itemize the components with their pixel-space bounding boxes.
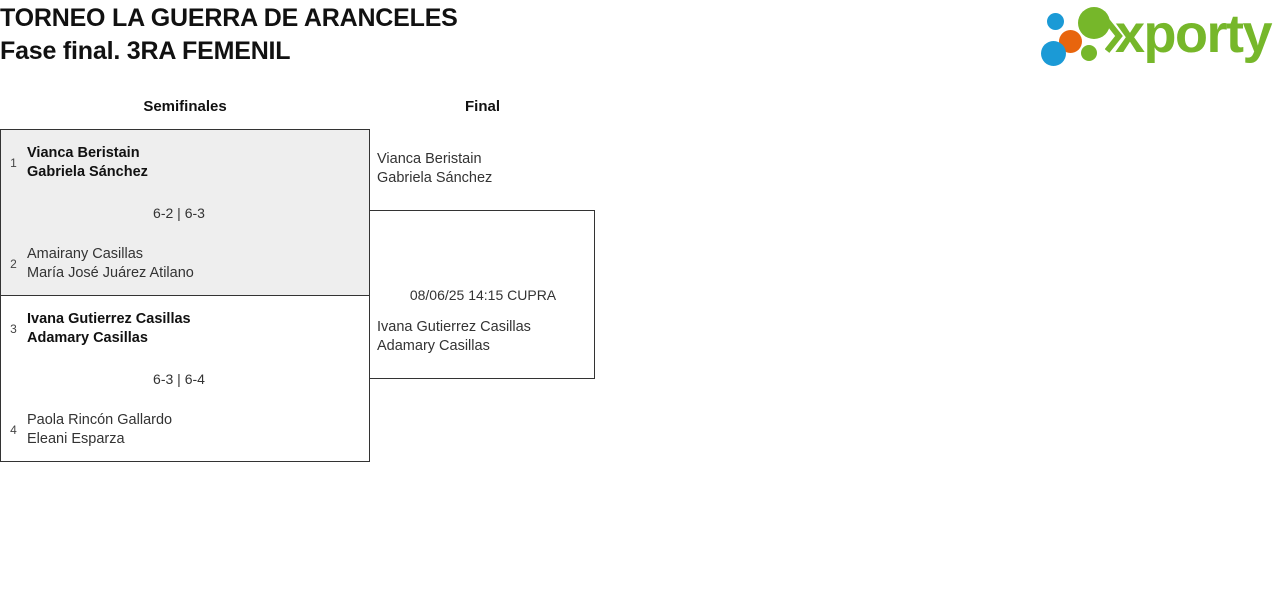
player-name: Amairany Casillas	[27, 246, 144, 262]
final-team-bottom[interactable]: Ivana Gutierrez Casillas Adamary Casilla…	[377, 318, 592, 356]
blue-large-dot-icon	[1041, 41, 1066, 66]
seed-number: 1	[10, 156, 17, 170]
player-name: Gabriela Sánchez	[27, 164, 148, 180]
logo-dots-icon	[1041, 5, 1123, 67]
page-title: TORNEO LA GUERRA DE ARANCELES Fase final…	[0, 2, 458, 68]
player-name: Adamary Casillas	[27, 330, 148, 346]
player-name: Paola Rincón Gallardo	[27, 412, 173, 428]
logo-wordmark: xporty	[1115, 4, 1273, 64]
player-name: María José Juárez Atilano	[27, 265, 194, 281]
page-header: TORNEO LA GUERRA DE ARANCELES Fase final…	[0, 0, 1280, 78]
player-name: Gabriela Sánchez	[377, 170, 493, 186]
team-names: Paola Rincón Gallardo Eleani Esparza	[26, 411, 371, 449]
player-name: Ivana Gutierrez Casillas	[377, 319, 531, 335]
player-name: Adamary Casillas	[377, 338, 490, 354]
final-team-top[interactable]: Vianca Beristain Gabriela Sánchez	[377, 150, 592, 188]
player-name: Vianca Beristain	[377, 151, 482, 167]
match-score: 6-3 | 6-4	[153, 371, 205, 387]
seed-number: 2	[10, 257, 17, 271]
green-small-dot-icon	[1081, 45, 1097, 61]
match-schedule-info: 08/06/25 14:15 CUPRA	[409, 286, 557, 303]
team-names: Vianca Beristain Gabriela Sánchez	[26, 144, 371, 182]
tournament-name: TORNEO LA GUERRA DE ARANCELES	[0, 4, 458, 32]
blue-small-dot-icon	[1047, 13, 1064, 30]
match-team-bottom[interactable]: 2 Amairany Casillas María José Juárez At…	[1, 238, 371, 290]
green-large-dot-icon	[1078, 7, 1110, 39]
seed-number: 4	[10, 423, 17, 437]
match-team-top[interactable]: 1 Vianca Beristain Gabriela Sánchez	[1, 137, 371, 189]
team-names: Amairany Casillas María José Juárez Atil…	[26, 245, 371, 283]
chevron-right-icon	[1105, 19, 1123, 53]
player-name: Eleani Esparza	[27, 431, 125, 447]
match-semifinal-2[interactable]: 3 Ivana Gutierrez Casillas Adamary Casil…	[0, 295, 370, 462]
match-score: 6-2 | 6-3	[153, 205, 205, 221]
tournament-phase: Fase final. 3RA FEMENIL	[0, 37, 291, 65]
match-team-top[interactable]: 3 Ivana Gutierrez Casillas Adamary Casil…	[1, 303, 371, 355]
xporty-logo[interactable]: xporty	[1041, 4, 1273, 67]
round-header-semifinales: Semifinales	[143, 98, 227, 115]
tournament-bracket: Semifinales Final 1 Vianca Beristain Gab…	[0, 92, 1280, 492]
match-team-bottom[interactable]: 4 Paola Rincón Gallardo Eleani Esparza	[1, 404, 371, 456]
player-name: Ivana Gutierrez Casillas	[27, 311, 191, 327]
match-semifinal-1[interactable]: 1 Vianca Beristain Gabriela Sánchez 6-2 …	[0, 129, 370, 296]
match-final[interactable]: 08/06/25 14:15 CUPRA	[369, 210, 595, 379]
player-name: Vianca Beristain	[27, 145, 140, 161]
team-names: Ivana Gutierrez Casillas Adamary Casilla…	[26, 310, 371, 348]
seed-number: 3	[10, 322, 17, 336]
round-header-final: Final	[464, 98, 500, 115]
